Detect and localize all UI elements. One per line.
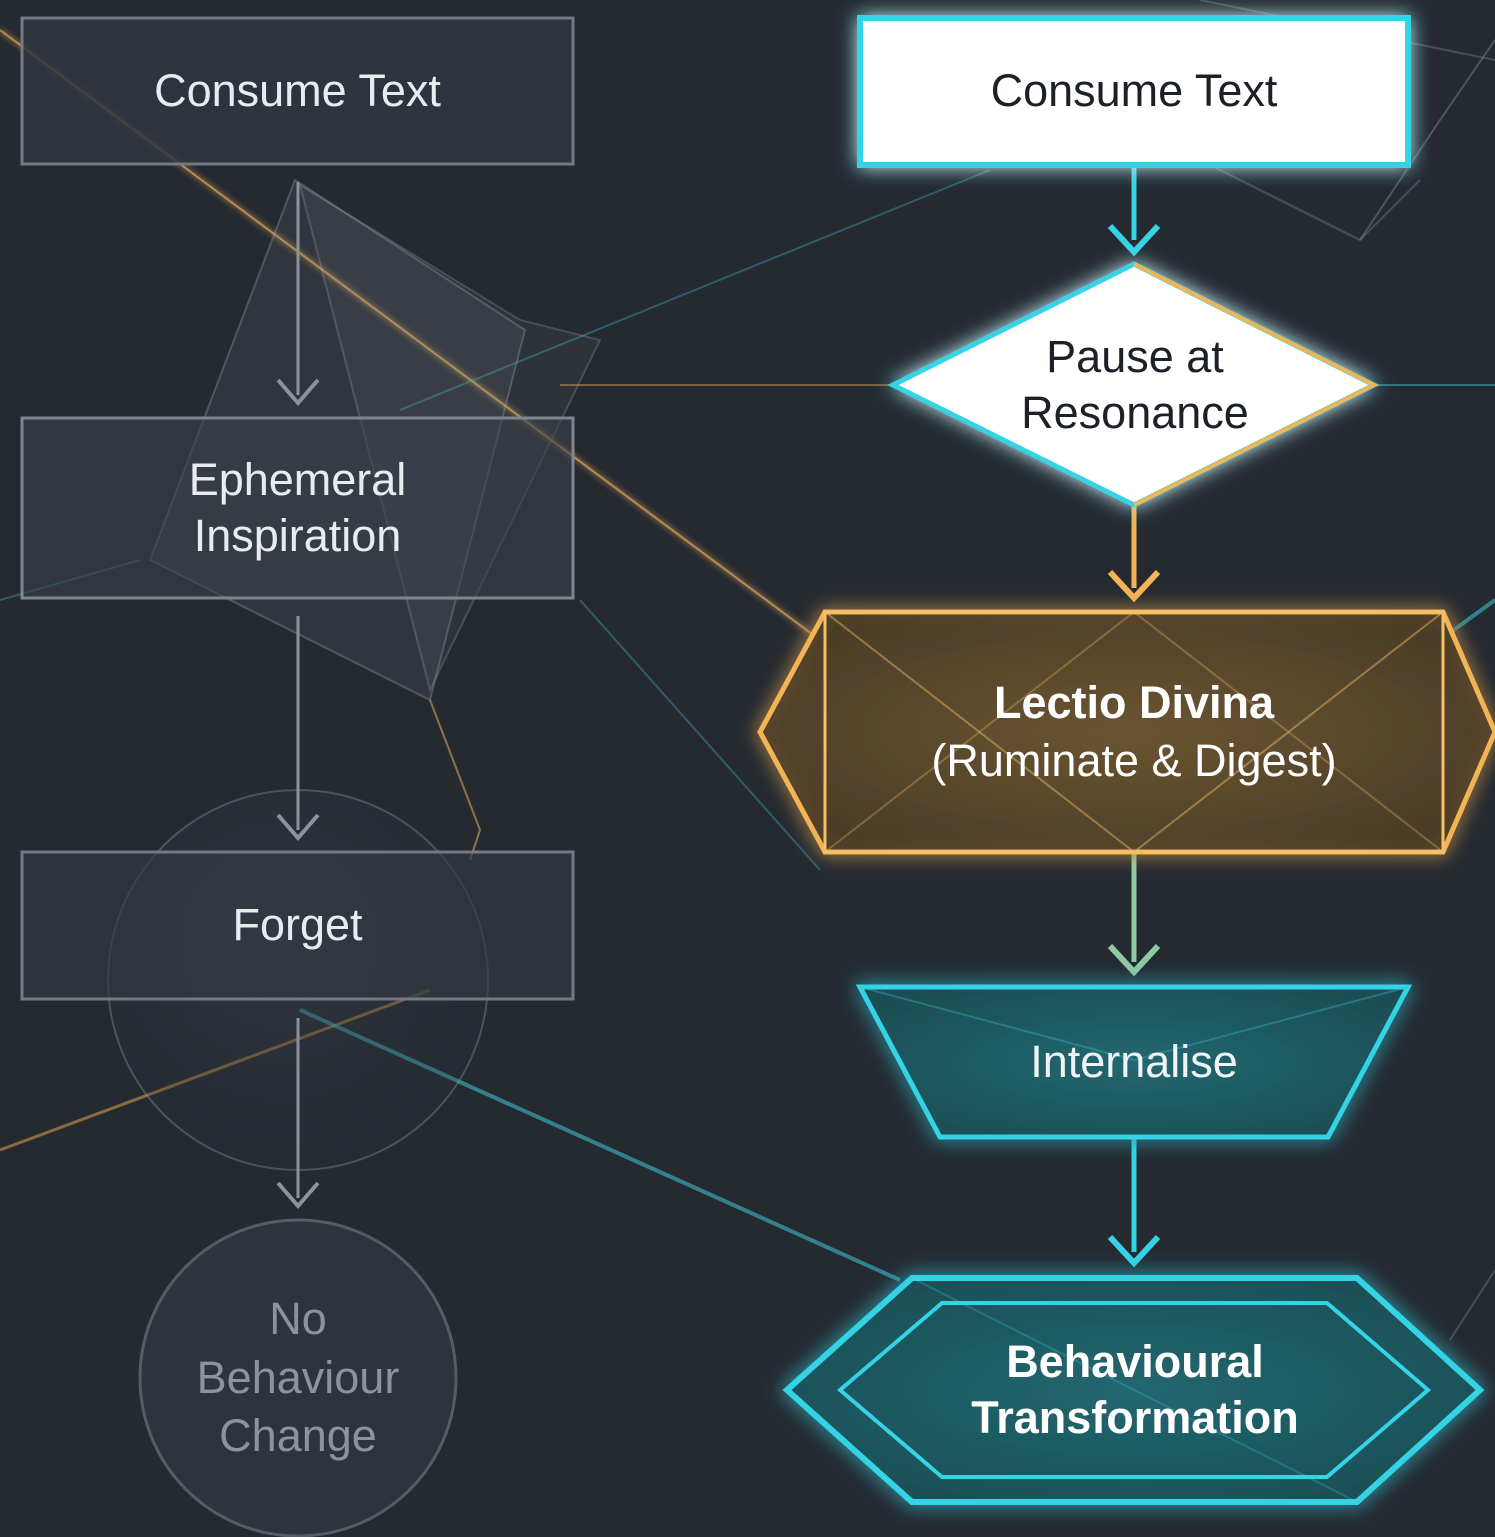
left-forget-box xyxy=(20,850,575,1001)
right-consume-text-box xyxy=(857,15,1411,168)
internalise-label: Internalise xyxy=(1030,1035,1238,1087)
left-connector-3 xyxy=(276,1018,320,1210)
lectio-divina-subtitle: (Ruminate & Digest) xyxy=(931,735,1337,786)
left-no-behaviour-change-circle xyxy=(138,1218,458,1537)
left-no-behaviour-change-label: No Behaviour Change xyxy=(196,1293,400,1462)
lectio-divina-label-group: Lectio Divina (Ruminate & Digest) xyxy=(825,612,1443,852)
right-connector-2 xyxy=(1107,505,1161,603)
left-ephemeral-inspiration-label: Ephemeral Inspiration xyxy=(188,453,407,561)
left-flow xyxy=(20,16,575,1537)
right-consume-text-label: Consume Text xyxy=(990,65,1278,117)
left-consume-text-box xyxy=(20,16,575,166)
left-connector-1 xyxy=(276,182,320,407)
left-ephemeral-inspiration-box xyxy=(20,416,575,600)
pause-at-resonance-label: Pause at Resonance xyxy=(1021,330,1249,438)
right-connector-3 xyxy=(1107,852,1161,977)
left-forget-label: Forget xyxy=(232,899,363,951)
left-consume-text-label: Consume Text xyxy=(154,64,441,116)
right-connector-4 xyxy=(1107,1138,1161,1268)
lectio-divina-hexagon xyxy=(757,609,1495,855)
glass-shard-decoration xyxy=(107,178,602,1171)
internalise-trapezoid xyxy=(855,984,1413,1140)
behavioural-transformation-hexagon xyxy=(782,1275,1485,1505)
right-flow xyxy=(757,15,1495,1505)
right-connector-1 xyxy=(1107,165,1161,257)
behavioural-transformation-label: Behavioural Transformation xyxy=(971,1335,1299,1443)
lectio-divina-title: Lectio Divina xyxy=(993,676,1275,728)
left-connector-2 xyxy=(276,616,320,842)
